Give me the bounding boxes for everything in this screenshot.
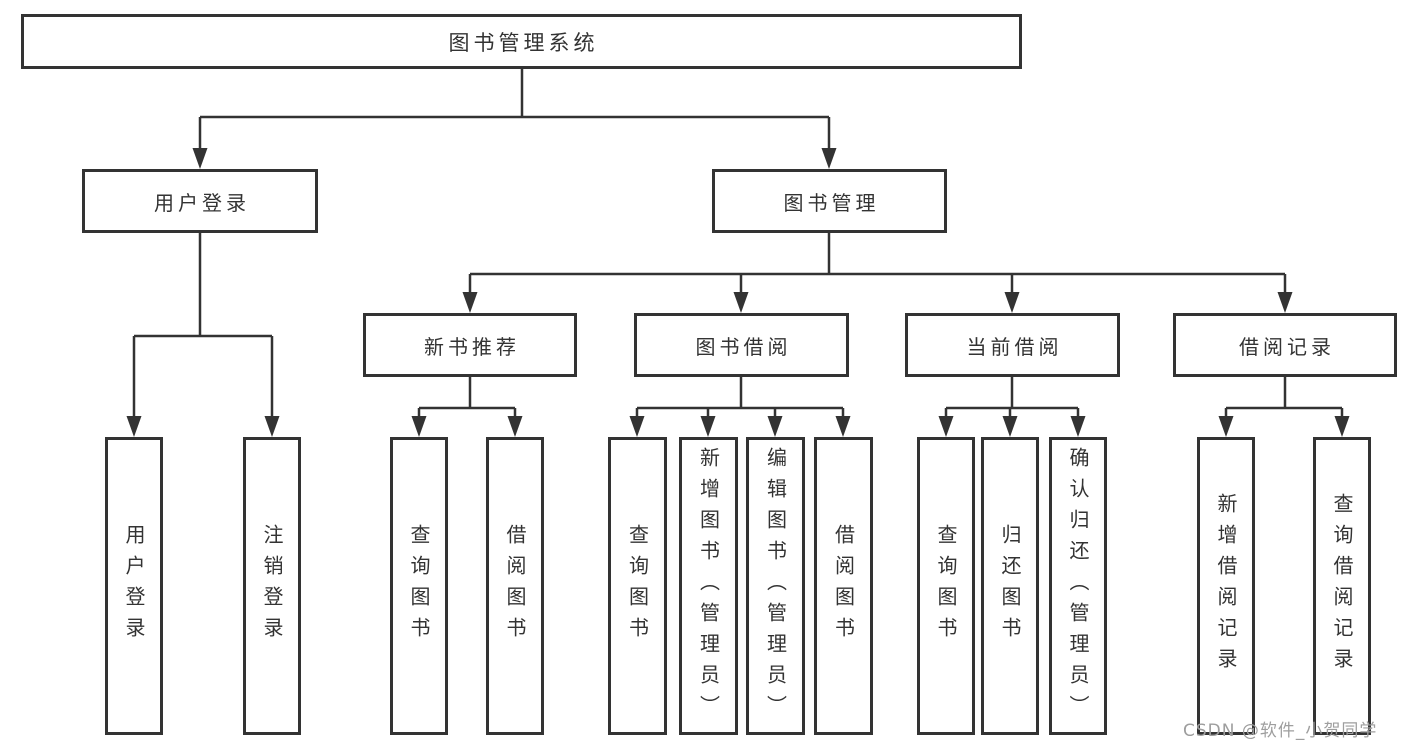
leaf-logout: 注销登录 (243, 437, 301, 735)
leaf-confirm-return-admin: 确认归还（管理员） (1049, 437, 1107, 735)
node-book-borrowing: 图书借阅 (634, 313, 849, 377)
csdn-watermark: CSDN @软件_小贺同学 (1183, 721, 1378, 741)
node-user-login: 用户登录 (82, 169, 318, 233)
node-current-borrowing: 当前借阅 (905, 313, 1120, 377)
leaf-query-books-borrow: 查询图书 (608, 437, 667, 735)
leaf-add-books-admin: 新增图书（管理员） (679, 437, 738, 735)
leaf-borrow-books: 借阅图书 (814, 437, 873, 735)
node-borrowing-records: 借阅记录 (1173, 313, 1397, 377)
leaf-query-borrow-record: 查询借阅记录 (1313, 437, 1371, 735)
leaf-query-books-current: 查询图书 (917, 437, 975, 735)
node-book-management: 图书管理 (712, 169, 947, 233)
node-library-management-system: 图书管理系统 (21, 14, 1022, 69)
leaf-edit-books-admin: 编辑图书（管理员） (746, 437, 805, 735)
node-new-book-recommend: 新书推荐 (363, 313, 577, 377)
leaf-add-borrow-record: 新增借阅记录 (1197, 437, 1255, 735)
leaf-borrow-books-newbook: 借阅图书 (486, 437, 544, 735)
leaf-user-login: 用户登录 (105, 437, 163, 735)
leaf-query-books-newbook: 查询图书 (390, 437, 448, 735)
leaf-return-books: 归还图书 (981, 437, 1039, 735)
